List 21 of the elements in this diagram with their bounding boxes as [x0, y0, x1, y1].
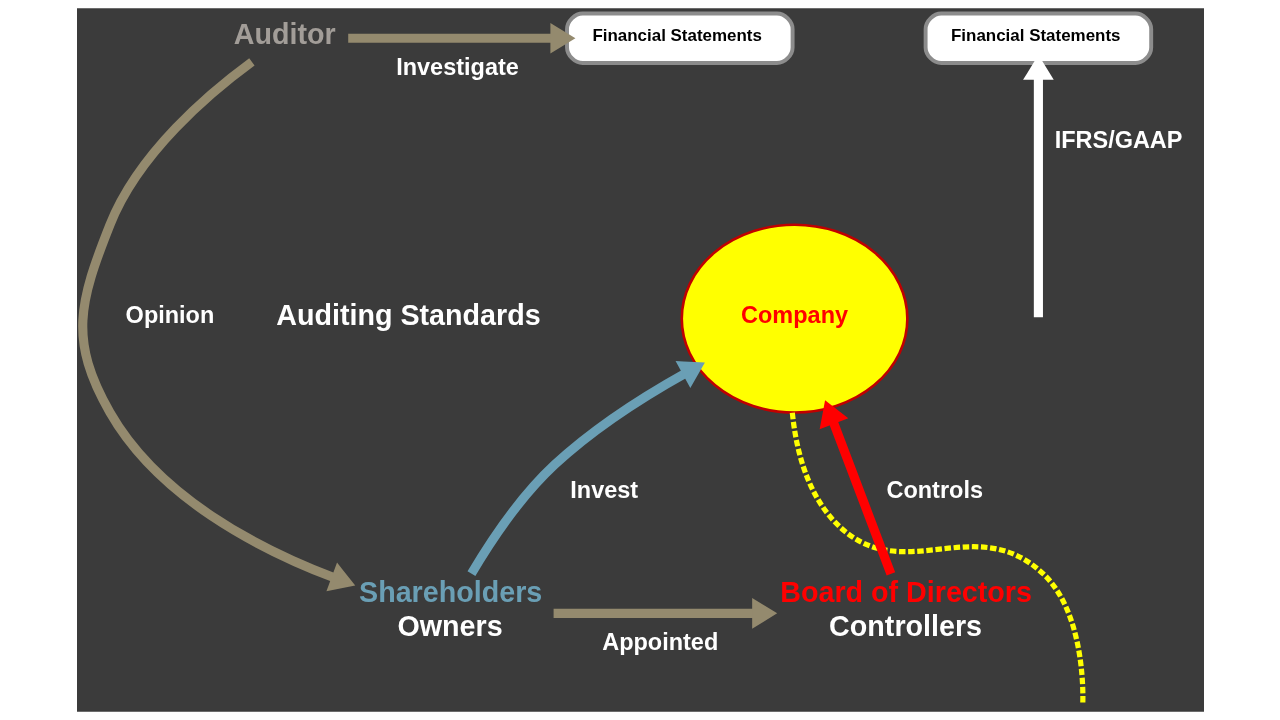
node-text: Board of Directors	[779, 576, 1032, 609]
edge-label: Invest	[569, 476, 638, 503]
node-box: Financial Statements	[564, 11, 795, 66]
arrow	[347, 22, 575, 54]
node-text: Auditor	[233, 18, 336, 51]
edge-label: Appointed	[601, 629, 718, 656]
arrow	[467, 361, 705, 576]
node-ellipse: Company	[679, 223, 909, 414]
label: Auditing Standards	[275, 298, 541, 331]
node-box: Financial Statements	[923, 11, 1153, 66]
edge-label: Opinion	[125, 302, 214, 329]
connector	[789, 412, 1085, 705]
node-text: Shareholders	[358, 576, 542, 609]
arrow	[77, 58, 355, 592]
edge-label: IFRS/GAAP	[1054, 127, 1182, 154]
arrow	[819, 400, 895, 576]
arrow	[553, 598, 777, 629]
node-label: Controllers	[828, 610, 982, 643]
node-label: Owners	[397, 610, 503, 643]
edge-label: Investigate	[395, 54, 519, 81]
edge-label: Controls	[885, 476, 983, 503]
